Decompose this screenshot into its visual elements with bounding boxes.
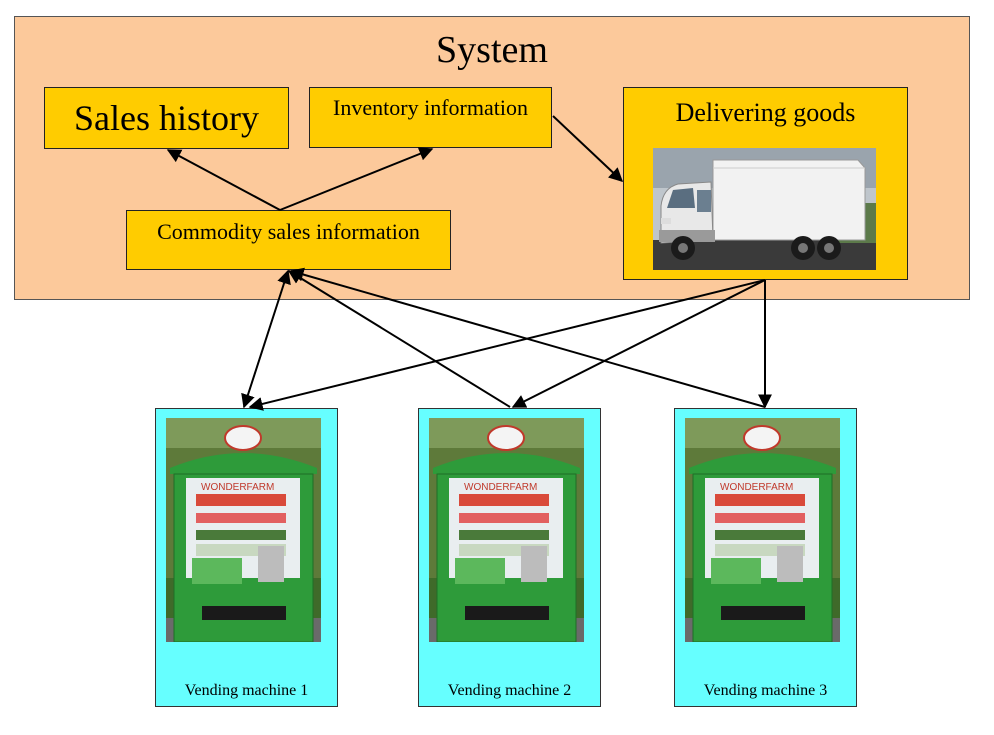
vending-machine-2-label: Vending machine 2 bbox=[447, 682, 572, 699]
vending-machine-1-image: WONDERFARM bbox=[166, 418, 321, 642]
sales-history-box bbox=[44, 87, 289, 149]
arrow-inventory-to-delivering bbox=[552, 115, 624, 182]
commodity-sales-information-label: Commodity sales information bbox=[157, 219, 420, 244]
vending-machine-2-brand: WONDERFARM bbox=[464, 482, 537, 493]
vending-machine-1-label: Vending machine 1 bbox=[184, 682, 309, 699]
inventory-information-box bbox=[309, 87, 552, 148]
sales-history-label: Sales history bbox=[74, 98, 259, 138]
commodity-sales-information-box bbox=[126, 210, 451, 270]
vending-machine-3-label: Vending machine 3 bbox=[703, 682, 828, 699]
arrow-commodity-to-sales-history bbox=[166, 149, 281, 211]
delivering-goods-label: Delivering goods bbox=[675, 98, 856, 127]
arrow-delivering-to-vending2 bbox=[511, 279, 766, 408]
vending-machine-1-brand: WONDERFARM bbox=[201, 482, 274, 493]
system-title: System bbox=[436, 29, 548, 71]
delivery-truck-image bbox=[653, 148, 876, 270]
arrow-delivering-to-vending1 bbox=[248, 279, 766, 411]
arrow-commodity-vending1 bbox=[241, 269, 291, 409]
vending-machine-3-image: WONDERFARM bbox=[685, 418, 840, 642]
inventory-information-label: Inventory information bbox=[333, 95, 528, 120]
arrow-commodity-to-inventory bbox=[279, 147, 434, 211]
arrow-vending2-to-commodity bbox=[287, 270, 511, 408]
vending-machine-2-image: WONDERFARM bbox=[429, 418, 584, 642]
vending-machine-3-brand: WONDERFARM bbox=[720, 482, 793, 493]
